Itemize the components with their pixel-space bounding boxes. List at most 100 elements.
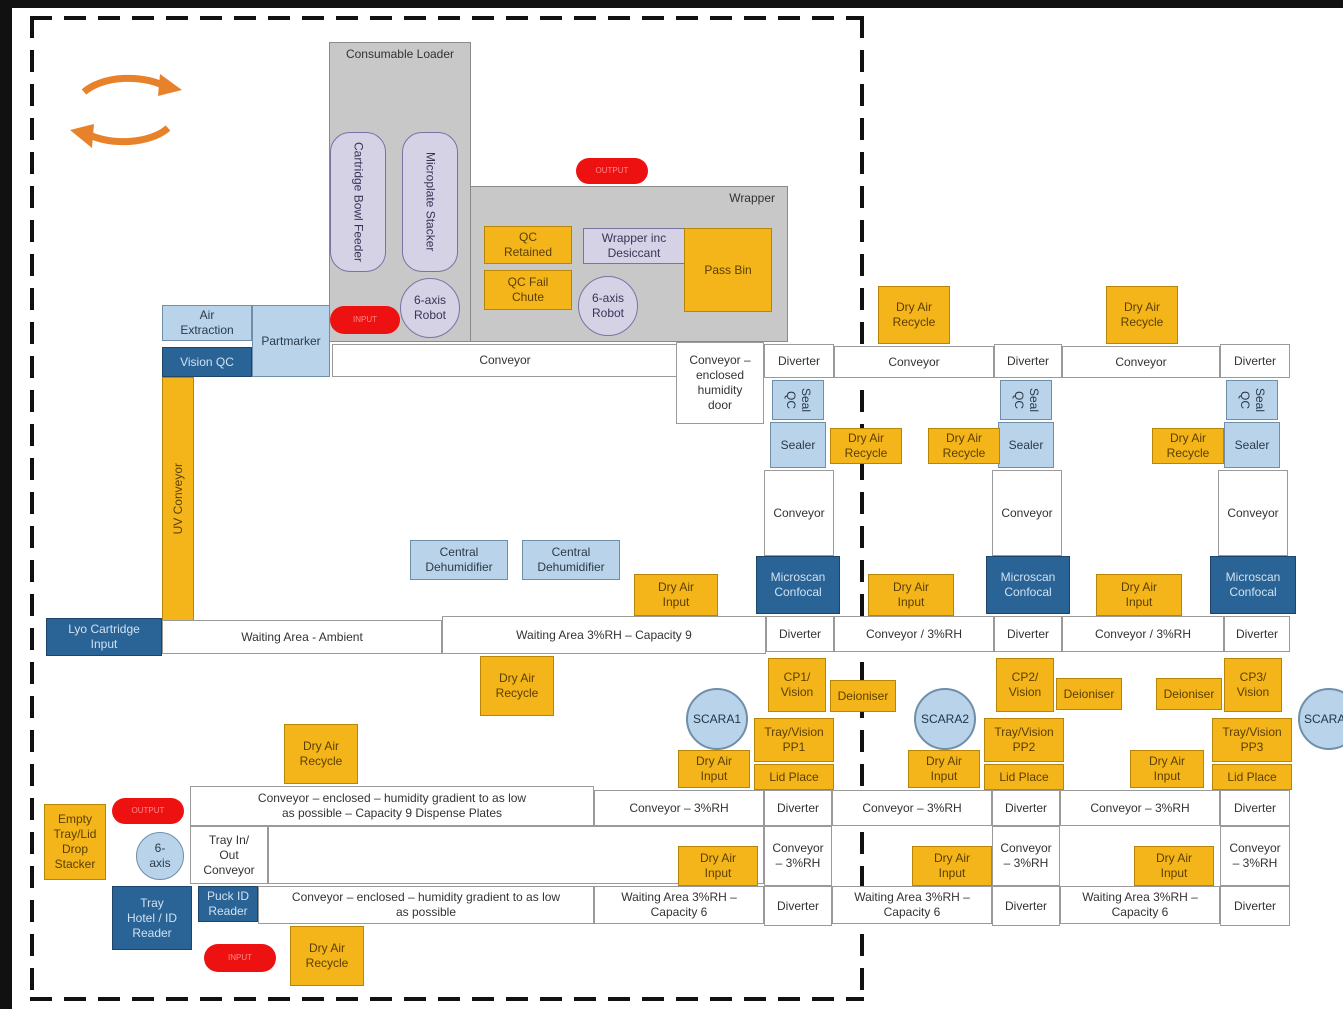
deioniser-3: Deioniser	[1156, 678, 1222, 710]
boundary-top	[30, 16, 864, 20]
tray-vision-pp3: Tray/Vision PP3	[1212, 718, 1292, 762]
input-marker-top: INPUT	[330, 306, 400, 334]
waiting-area-3rh-cap6-3: Waiting Area 3%RH – Capacity 6	[1060, 886, 1220, 924]
diverter-low-2: Diverter	[992, 790, 1060, 826]
conveyor-enclosed-cap9: Conveyor – enclosed – humidity gradient …	[190, 786, 594, 826]
cp1-vision: CP1/ Vision	[768, 658, 826, 712]
diverter-top-3: Diverter	[1220, 344, 1290, 378]
six-axis-robot-wrapper: 6-axis Robot	[578, 276, 638, 336]
microscan-confocal-3: Microscan Confocal	[1210, 556, 1296, 614]
conveyor-3rh-mid-1: Conveyor / 3%RH	[834, 616, 994, 652]
conveyor-col-3: Conveyor	[1218, 470, 1288, 556]
waiting-area-3rh-cap6-2: Waiting Area 3%RH – Capacity 6	[832, 886, 992, 924]
microscan-confocal-1: Microscan Confocal	[756, 556, 840, 614]
tray-in-out-conveyor: Tray In/ Out Conveyor	[190, 826, 268, 884]
dry-air-input-row2-2: Dry Air Input	[908, 750, 980, 788]
diverter-mid-3: Diverter	[1224, 616, 1290, 652]
diverter-bottom-2: Diverter	[992, 886, 1060, 926]
dry-air-input-row1-1: Dry Air Input	[634, 574, 718, 616]
dry-air-recycle-sealer-3: Dry Air Recycle	[1152, 428, 1224, 464]
microplate-stacker: Microplate Stacker	[402, 132, 458, 272]
dry-air-recycle-sealer-1: Dry Air Recycle	[830, 428, 902, 464]
qc-retained: QC Retained	[484, 226, 572, 264]
diverter-low-3: Diverter	[1220, 790, 1290, 826]
vision-qc: Vision QC	[162, 347, 252, 377]
dry-air-input-row3-1: Dry Air Input	[678, 846, 758, 886]
cp3-vision: CP3/ Vision	[1224, 658, 1282, 712]
six-axis-robot-small: 6- axis	[136, 832, 184, 880]
wrapper-inc-desiccant: Wrapper inc Desiccant	[583, 228, 685, 264]
diverter-mid-2: Diverter	[994, 616, 1062, 652]
input-marker-bottom: INPUT	[204, 944, 276, 972]
pass-bin: Pass Bin	[684, 228, 772, 312]
lyo-cartridge-input: Lyo Cartridge Input	[46, 618, 162, 656]
dry-air-recycle-mid: Dry Air Recycle	[480, 656, 554, 716]
six-axis-robot-loader: 6-axis Robot	[400, 278, 460, 338]
dry-air-input-row1-3: Dry Air Input	[1096, 574, 1182, 616]
output-marker-top: OUTPUT	[576, 158, 648, 184]
conveyor-3rh-low-3: Conveyor – 3%RH	[1060, 790, 1220, 826]
waiting-area-3rh-cap9: Waiting Area 3%RH – Capacity 9	[442, 616, 766, 654]
qc-fail-chute: QC Fail Chute	[484, 270, 572, 310]
boundary-right	[860, 16, 864, 1001]
dry-air-recycle-bottom: Dry Air Recycle	[290, 926, 364, 986]
circular-arrows-icon	[70, 74, 182, 148]
conveyor-3rh-col-3: Conveyor – 3%RH	[1220, 826, 1290, 886]
microscan-confocal-2: Microscan Confocal	[986, 556, 1070, 614]
air-extraction: Air Extraction	[162, 305, 252, 341]
dry-air-recycle-top-2: Dry Air Recycle	[878, 286, 950, 344]
diverter-top-1: Diverter	[764, 344, 834, 378]
diverter-top-2: Diverter	[994, 344, 1062, 378]
deioniser-2: Deioniser	[1056, 678, 1122, 710]
diverter-bottom-1: Diverter	[764, 886, 832, 926]
waiting-area-3rh-cap6-1: Waiting Area 3%RH – Capacity 6	[594, 886, 764, 924]
conveyor-enclosed-low: Conveyor – enclosed – humidity gradient …	[258, 886, 594, 924]
boundary-left	[30, 16, 34, 1001]
scara2: SCARA2	[914, 688, 976, 750]
seal-qc-1: Seal QC	[772, 380, 824, 420]
conveyor-top-3: Conveyor	[1062, 346, 1220, 378]
central-dehumidifier-1: Central Dehumidifier	[410, 540, 508, 580]
conveyor-3rh-mid-2: Conveyor / 3%RH	[1062, 616, 1224, 652]
sealer-1: Sealer	[770, 422, 826, 468]
dry-air-input-row1-2: Dry Air Input	[868, 574, 954, 616]
central-dehumidifier-2: Central Dehumidifier	[522, 540, 620, 580]
empty-tray-lid-drop-stacker: Empty Tray/Lid Drop Stacker	[44, 804, 106, 880]
output-marker-bottom: OUTPUT	[112, 798, 184, 824]
conveyor-col-1: Conveyor	[764, 470, 834, 556]
waiting-area-ambient: Waiting Area - Ambient	[162, 620, 442, 654]
deioniser-1: Deioniser	[830, 680, 896, 712]
conveyor-enclosed-door: Conveyor – enclosed humidity door	[676, 342, 764, 424]
dry-air-recycle-sealer-2: Dry Air Recycle	[928, 428, 1000, 464]
lid-place-3: Lid Place	[1212, 764, 1292, 790]
tray-vision-pp1: Tray/Vision PP1	[754, 718, 834, 762]
consumable-loader-label: Consumable Loader	[345, 47, 455, 61]
dry-air-recycle-lower-left: Dry Air Recycle	[284, 724, 358, 784]
dry-air-recycle-top-3: Dry Air Recycle	[1106, 286, 1178, 344]
diverter-mid-1: Diverter	[766, 616, 834, 652]
scara3: SCARA	[1298, 688, 1343, 750]
lid-place-1: Lid Place	[754, 764, 834, 790]
conveyor-col-2: Conveyor	[992, 470, 1062, 556]
partmarker: Partmarker	[252, 305, 330, 377]
conveyor-top-main: Conveyor	[332, 344, 678, 377]
seal-qc-3: Seal QC	[1226, 380, 1278, 420]
tray-hotel-id-reader: Tray Hotel / ID Reader	[112, 886, 192, 950]
tray-vision-pp2: Tray/Vision PP2	[984, 718, 1064, 762]
cp2-vision: CP2/ Vision	[996, 658, 1054, 712]
boundary-bottom	[30, 997, 864, 1001]
dry-air-input-row2-1: Dry Air Input	[678, 750, 750, 788]
conveyor-3rh-col-1: Conveyor – 3%RH	[764, 826, 832, 886]
sealer-2: Sealer	[998, 422, 1054, 468]
scara1: SCARA1	[686, 688, 748, 750]
cartridge-bowl-feeder: Cartridge Bowl Feeder	[330, 132, 386, 272]
seal-qc-2: Seal QC	[1000, 380, 1052, 420]
sealer-3: Sealer	[1224, 422, 1280, 468]
layout-canvas: Consumable Loader Cartridge Bowl Feeder …	[12, 8, 1343, 1009]
conveyor-top-2: Conveyor	[834, 346, 994, 378]
conveyor-3rh-low-2: Conveyor – 3%RH	[832, 790, 992, 826]
lid-place-2: Lid Place	[984, 764, 1064, 790]
uv-conveyor: UV Conveyor	[162, 377, 194, 621]
diverter-low-1: Diverter	[764, 790, 832, 826]
puck-id-reader: Puck ID Reader	[198, 886, 258, 922]
